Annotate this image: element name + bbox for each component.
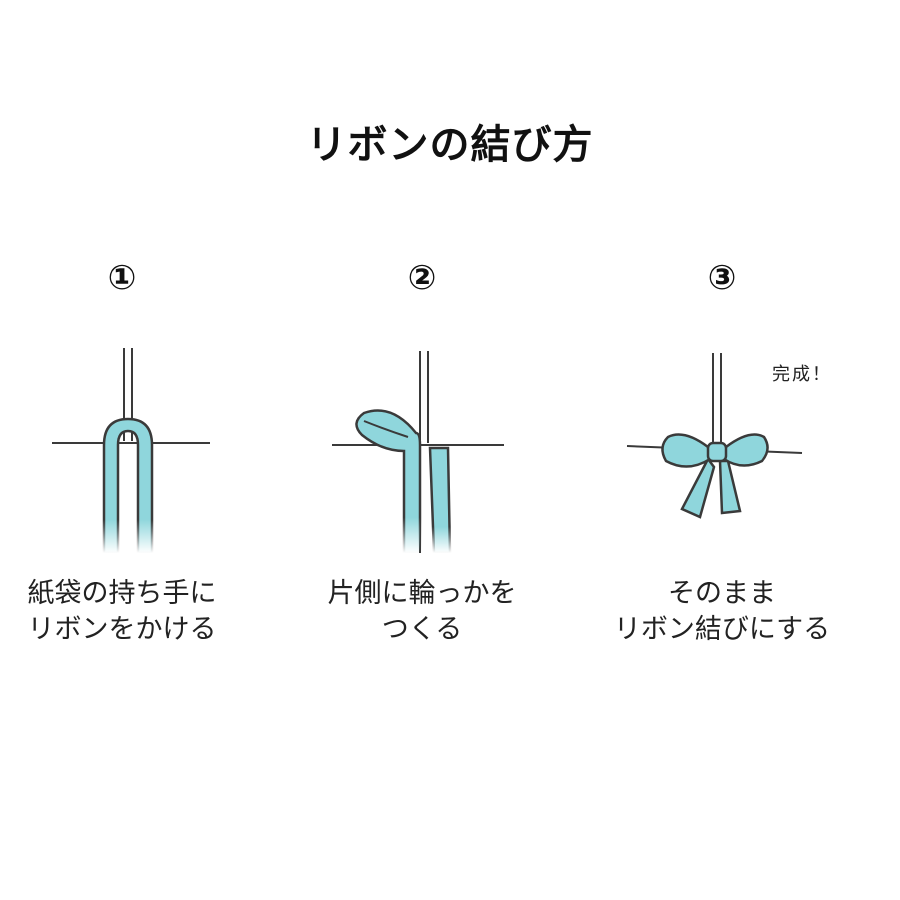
- step-caption: 紙袋の持ち手に リボンをかける: [27, 578, 217, 645]
- page-title: リボンの結び方: [306, 122, 594, 168]
- step-number: ②: [407, 258, 437, 298]
- bow-right-loop: [722, 433, 769, 467]
- step-1: ① 紙袋の持ち手に リボンをかける: [0, 258, 272, 678]
- step-number: ③: [707, 258, 737, 298]
- bow-left-loop: [661, 433, 712, 468]
- ribbon-loop-shape: [355, 409, 422, 555]
- ribbon-over-handle-illustration: [52, 348, 210, 555]
- step-caption: 片側に輪っかを つくる: [327, 578, 517, 645]
- ribbon-loop-illustration: [332, 351, 504, 555]
- step-caption: そのまま リボン結びにする: [613, 578, 831, 645]
- step-2: ② 片側に輪っかを つくる: [272, 258, 572, 678]
- ribbon-bow-illustration: [626, 353, 803, 519]
- step-3: ③ 完成！ そのまま リボン結びにする: [572, 258, 872, 678]
- complete-note: 完成！: [772, 364, 832, 385]
- step-number: ①: [107, 258, 137, 298]
- bow-knot: [706, 441, 728, 463]
- ribbon-shape: [102, 417, 154, 555]
